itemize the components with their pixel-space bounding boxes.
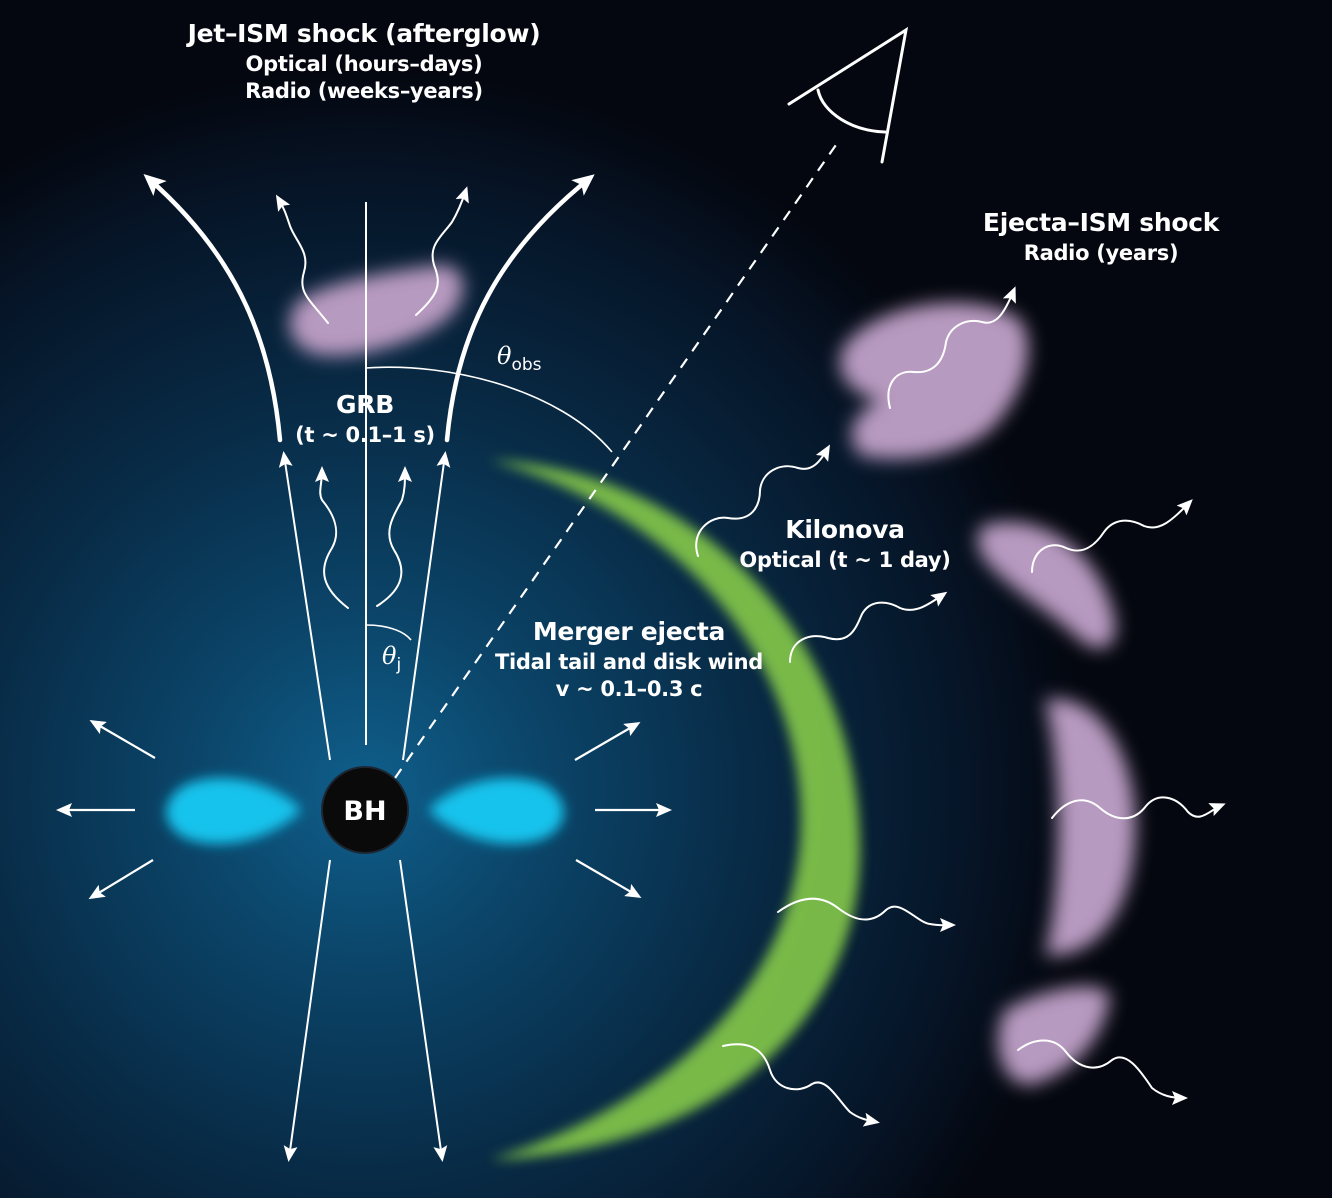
jet-arrow-down-left — [283, 859, 331, 1162]
photon-arrow-jet-left — [275, 194, 329, 324]
shock-cloud-3 — [1045, 699, 1136, 956]
theta-obs-label: θobs — [497, 342, 542, 375]
line-of-sight — [394, 141, 839, 779]
jet-edge-left — [143, 174, 283, 443]
photon-arrows — [275, 186, 1226, 1127]
jet-ism-shock-cloud — [289, 265, 464, 356]
merger-ejecta-label: Merger ejecta Tidal tail and disk wind v… — [495, 616, 763, 703]
shock-cloud-2 — [977, 521, 1116, 649]
jet-edges — [143, 174, 595, 443]
photon-arrow-kilonova-4 — [722, 1043, 880, 1127]
disk-wind-arrows — [56, 719, 672, 900]
photon-arrow-grb-right — [376, 466, 412, 607]
ejecta-ism-shock-clouds — [839, 302, 1136, 1085]
kilonova-title: Kilonova — [785, 515, 905, 544]
angle-arcs — [365, 366, 613, 641]
merger-ejecta-description: Tidal tail and disk wind — [494, 649, 764, 674]
shock-cloud-4 — [998, 986, 1110, 1085]
accretion-disk — [166, 778, 564, 844]
merger-ejecta-title: Merger ejecta — [532, 617, 726, 646]
black-hole-label: BH — [343, 796, 386, 827]
photon-arrow-shock-3 — [1051, 796, 1226, 820]
jet-ism-shock-label: Jet–ISM shock (afterglow) Optical (hours… — [188, 18, 541, 105]
jet-arrow-up-right — [402, 451, 451, 761]
theta-j-label: θj — [382, 642, 402, 675]
shock-cloud-1 — [839, 302, 1029, 459]
photon-arrow-shock-2 — [1031, 499, 1193, 573]
jet-ism-optical: Optical (hours–days) — [245, 51, 483, 76]
ejecta-crescent — [490, 460, 860, 1160]
disk-lobe-left — [166, 778, 300, 844]
ejecta-ism-radio: Radio (years) — [1023, 240, 1179, 265]
jet-ism-radio: Radio (weeks–years) — [245, 78, 483, 103]
wind-arrow-left-down — [88, 859, 154, 900]
black-hole: BH — [321, 766, 409, 854]
photon-arrow-kilonova-2 — [789, 591, 948, 663]
photon-arrow-jet-right — [415, 186, 469, 316]
ejecta-ism-shock-label: Ejecta–ISM shock Radio (years) — [983, 207, 1219, 267]
jet-edge-right — [444, 174, 595, 443]
merger-ejecta-velocity: v ~ 0.1–0.3 c — [555, 676, 703, 701]
wind-arrow-left-up — [89, 719, 156, 759]
kilonova-label: Kilonova Optical (t ~ 1 day) — [739, 514, 950, 574]
jet-arrows — [278, 451, 451, 1162]
ejecta-ism-title: Ejecta–ISM shock — [982, 208, 1220, 237]
kilonova-optical: Optical (t ~ 1 day) — [739, 547, 951, 572]
eye-icon — [787, 26, 909, 164]
wind-arrow-right-down — [575, 859, 642, 899]
jet-ism-title: Jet–ISM shock (afterglow) — [187, 19, 541, 48]
grb-label: GRB (t ~ 0.1–1 s) — [295, 389, 435, 449]
jet-arrow-down-right — [399, 859, 448, 1162]
wind-arrow-right-up — [574, 721, 641, 761]
theta-obs-arc — [365, 366, 613, 453]
photon-arrow-grb-left — [314, 466, 349, 609]
photon-arrow-kilonova-3 — [777, 897, 956, 933]
photon-arrow-kilonova-1 — [695, 444, 830, 557]
grb-timescale: (t ~ 0.1–1 s) — [295, 422, 435, 447]
jet-arrow-up-left — [278, 451, 331, 761]
grb-title: GRB — [336, 390, 394, 419]
photon-arrow-shock-1 — [887, 286, 1016, 409]
photon-arrow-shock-4 — [1017, 1039, 1188, 1105]
theta-j-arc — [365, 624, 412, 641]
disk-lobe-right — [430, 778, 564, 844]
